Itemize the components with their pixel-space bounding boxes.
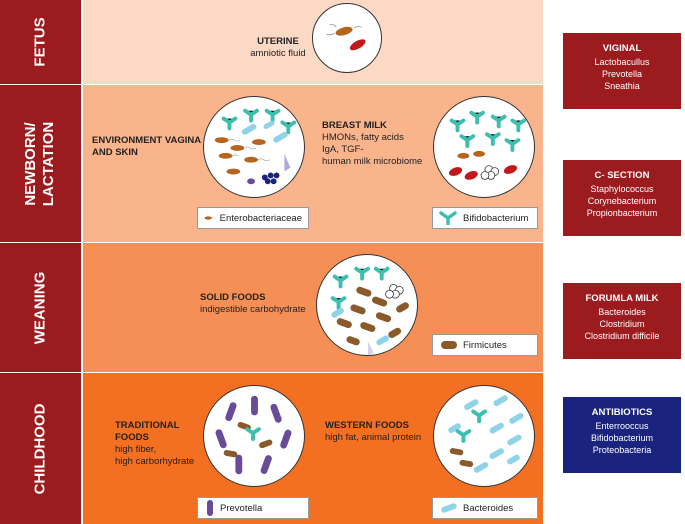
side-box-item: Bacteroides [598,307,646,317]
western-foods-title: WESTERN FOODS [325,420,409,431]
env-circle [203,96,305,198]
traditional-circle [203,385,305,487]
solid-foods-body: indigestible carbohydrate [200,304,306,315]
legend-firmicutes: Firmicutes [432,334,538,356]
legend-bifidobacterium-label: Bifidobacterium [463,212,529,224]
western-circle [433,385,535,487]
env-caption: ENVIRONMENT VAGINA AND SKIN [92,135,202,159]
stage-label-text: NEWBORN/ LACTATION [22,121,58,206]
breast-milk-circle [433,96,535,198]
enterobacteriaceae-icon [204,216,216,220]
breast-milk-line2: IgA, TGF- [322,144,364,155]
side-box-item: Prevotella [601,69,643,79]
side-box-item: Sneathia [604,81,640,91]
uterine-body: amniotic fluid [250,48,306,59]
side-box-item: Clostridium difficile [584,331,660,341]
solid-foods-title: SOLID FOODS [200,292,266,303]
side-box-title: FORUMLA MILK [585,293,659,304]
side-box-antibiotics: ANTIBIOTICS Enterrooccus Bifidobacterium… [563,397,681,473]
firmicutes-icon [441,341,457,349]
stage-label-text: FETUS [31,17,49,67]
stage-label-text: CHILDHOOD [31,403,49,494]
traditional-foods-line1: high fiber, [115,444,157,455]
bifidobacterium-icon [439,211,457,225]
traditional-foods-line2: high carborhydrate [115,456,195,467]
bacteroides-icon [441,503,457,513]
stage-label-newborn: NEWBORN/ LACTATION [0,85,82,242]
breast-milk-line3: human milk microbiome [322,156,423,167]
stage-label-weaning: WEANING [0,243,82,372]
breast-milk-title: BREAST MILK [322,120,387,131]
side-box-item: Clostridium [599,319,645,329]
stage-label-childhood: CHILDHOOD [0,373,82,524]
side-box-item: Proteobacteria [592,445,652,455]
western-foods-body: high fat, animal protein [325,432,422,443]
side-box-c-section: C- SECTION Staphylococcus Corynebacteriu… [563,160,681,236]
legend-bacteroides-label: Bacteroides [463,502,514,514]
legend-firmicutes-label: Firmicutes [463,339,507,351]
stage-label-text: WEANING [31,271,49,344]
side-box-title: C- SECTION [594,170,650,181]
traditional-foods-title-1: TRADITIONAL [115,420,180,431]
legend-bifidobacterium: Bifidobacterium [432,207,538,229]
legend-enterobacteriaceae-label: Enterobacteriaceae [219,212,302,224]
legend-prevotella-label: Prevotella [220,502,263,514]
traditional-foods-title-2: FOODS [115,432,149,443]
legend-enterobacteriaceae: Enterobacteriaceae [197,207,309,229]
breast-milk-line1: HMONs, fatty acids [322,132,404,143]
side-box-item: Bifidobacterium [590,433,654,443]
side-box-formula-milk: FORUMLA MILK Bacteroides Clostridium Clo… [563,283,681,359]
legend-bacteroides: Bacteroides [432,497,538,519]
uterine-caption: UTERINE amniotic fluid [243,36,313,60]
env-title: ENVIRONMENT VAGINA AND SKIN [92,135,201,158]
uterine-title: UTERINE [257,36,299,47]
side-box-title: VIGINAL [602,43,642,54]
weaning-circle [316,254,418,356]
side-box-vaginal: VIGINAL Lactobacullus Prevotella Sneathi… [563,33,681,109]
stage-label-fetus: FETUS [0,0,82,84]
legend-prevotella: Prevotella [197,497,309,519]
side-box-item: Propionbacterium [586,208,658,218]
side-box-item: Lactobacullus [594,57,650,67]
side-box-item: Staphylococcus [590,184,654,194]
western-foods-caption: WESTERN FOODS high fat, animal protein [325,420,440,444]
solid-foods-caption: SOLID FOODS indigestible carbohydrate [200,292,310,316]
traditional-foods-caption: TRADITIONAL FOODS high fiber, high carbo… [115,420,210,468]
breast-milk-caption: BREAST MILK HMONs, fatty acids IgA, TGF-… [322,120,442,168]
side-box-title: ANTIBIOTICS [591,407,653,418]
prevotella-icon [207,500,213,516]
side-box-item: Enterrooccus [595,421,649,431]
side-box-item: Corynebacterium [587,196,657,206]
uterine-circle [312,3,382,73]
